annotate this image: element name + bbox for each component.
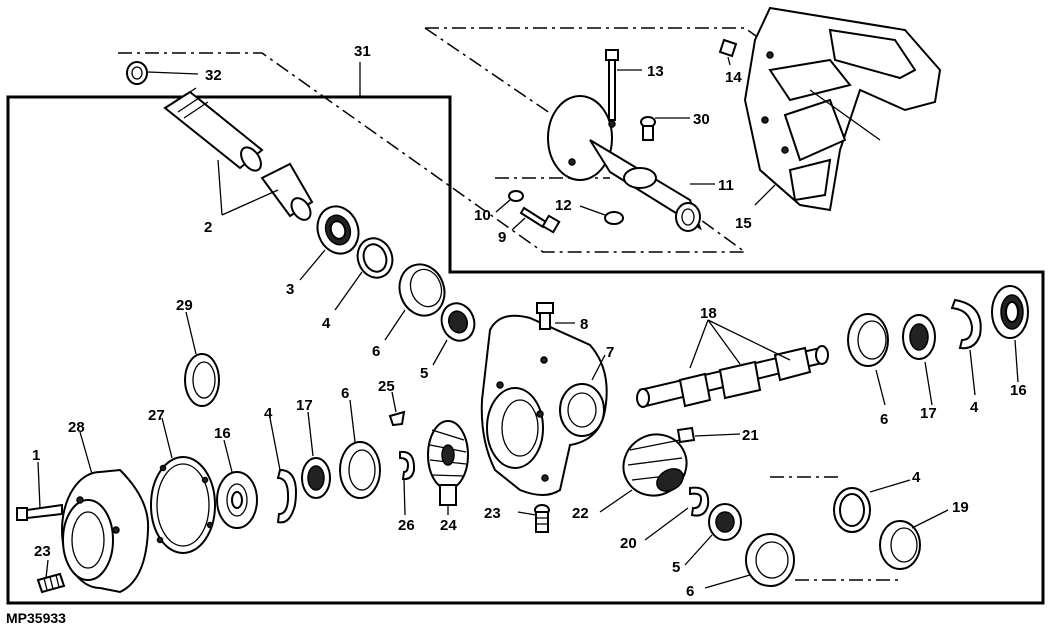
- bearing-cup-6-lower: [745, 533, 795, 587]
- callout-12: 12: [555, 197, 572, 214]
- callout-9: 9: [498, 229, 506, 246]
- seal-32: [126, 61, 148, 85]
- key-14: [718, 38, 738, 58]
- callout-2: 2: [204, 219, 212, 236]
- key-21: [676, 426, 696, 444]
- pinion-gear-24: [427, 420, 469, 506]
- callout-26: 26: [398, 517, 415, 534]
- shaft-18: [636, 345, 829, 408]
- callout-11: 11: [718, 177, 734, 194]
- snap-ring-4-right: [950, 298, 982, 350]
- plug-23-left: [36, 572, 66, 594]
- callout-7: 7: [606, 344, 614, 361]
- callout-4-left: 4: [264, 405, 273, 422]
- bolt-9: [519, 206, 561, 234]
- bolt-13: [605, 49, 619, 121]
- seal-16-left: [216, 471, 258, 529]
- gasket-27: [150, 456, 216, 554]
- callout-4-lower: 4: [912, 469, 921, 486]
- shaft-2: [163, 87, 314, 221]
- grease-fitting-30: [640, 116, 656, 141]
- callout-31: 31: [354, 43, 371, 60]
- cover-28: [61, 468, 150, 594]
- snap-ring-20: [689, 486, 710, 517]
- callout-25: 25: [378, 378, 395, 395]
- group-line-pin: [424, 27, 610, 179]
- callout-4-right: 4: [970, 399, 979, 416]
- callout-4-top: 4: [322, 315, 331, 332]
- callout-8: 8: [580, 316, 588, 333]
- bearing-cone-17-right: [902, 314, 936, 360]
- hub-11: [547, 95, 702, 232]
- bevel-gear-22: [622, 433, 688, 497]
- group-line-31: [118, 52, 748, 253]
- snap-ring-26: [399, 450, 416, 481]
- bearing-cone-5-top: [440, 302, 476, 342]
- callout-6-left: 6: [341, 385, 349, 402]
- assembly-frame: [6, 95, 1045, 605]
- bearing-cup-6-right: [847, 313, 889, 367]
- callout-29: 29: [176, 297, 193, 314]
- callout-3: 3: [286, 281, 294, 298]
- figure-id: MP35933: [6, 610, 66, 626]
- callout-30: 30: [693, 111, 710, 128]
- callout-32: 32: [205, 67, 222, 84]
- nut-12: [604, 211, 624, 225]
- plug-23-center: [534, 504, 550, 533]
- callout-18: 18: [700, 305, 717, 322]
- callout-16-left: 16: [214, 425, 231, 442]
- callout-14: 14: [725, 69, 742, 86]
- callout-28: 28: [68, 419, 85, 436]
- callout-17-right: 17: [920, 405, 937, 422]
- callout-10: 10: [474, 207, 491, 224]
- callout-1: 1: [32, 447, 40, 464]
- callout-5-top: 5: [420, 365, 428, 382]
- sleeve-19: [879, 520, 921, 570]
- snap-ring-4-top: [356, 237, 394, 279]
- callout-13: 13: [647, 63, 664, 80]
- callout-20: 20: [620, 535, 637, 552]
- callout-17-left: 17: [296, 397, 313, 414]
- callout-5-lower: 5: [672, 559, 680, 576]
- callout-23-center: 23: [484, 505, 501, 522]
- bearing-cone-5-lower: [708, 503, 742, 541]
- plug-8: [536, 302, 554, 330]
- washer-10: [508, 190, 524, 202]
- gear-housing-7: [480, 314, 608, 496]
- snap-ring-4-lower: [833, 487, 871, 533]
- seal-29: [184, 353, 220, 407]
- callout-6-top: 6: [372, 343, 380, 360]
- callout-6-right: 6: [880, 411, 888, 428]
- bearing-3: [316, 205, 360, 255]
- bearing-cup-6-top: [398, 263, 446, 317]
- bearing-cup-6-left: [339, 441, 381, 499]
- group-line-19: [770, 476, 900, 581]
- leader-lines: [37, 56, 1019, 589]
- bearing-cone-17-left: [301, 457, 331, 499]
- callout-22: 22: [572, 505, 589, 522]
- callout-27: 27: [148, 407, 165, 424]
- callout-6-lower: 6: [686, 583, 694, 600]
- callout-23-left: 23: [34, 543, 51, 560]
- callout-21: 21: [742, 427, 759, 444]
- callout-16-right: 16: [1010, 382, 1027, 399]
- bolt-1: [16, 503, 63, 521]
- callout-19: 19: [952, 499, 969, 516]
- callout-15: 15: [735, 215, 752, 232]
- key-25: [388, 410, 406, 427]
- callout-24: 24: [440, 517, 457, 534]
- seal-16-right: [991, 285, 1029, 339]
- snap-ring-4-left: [276, 468, 297, 524]
- bracket-15: [743, 6, 942, 212]
